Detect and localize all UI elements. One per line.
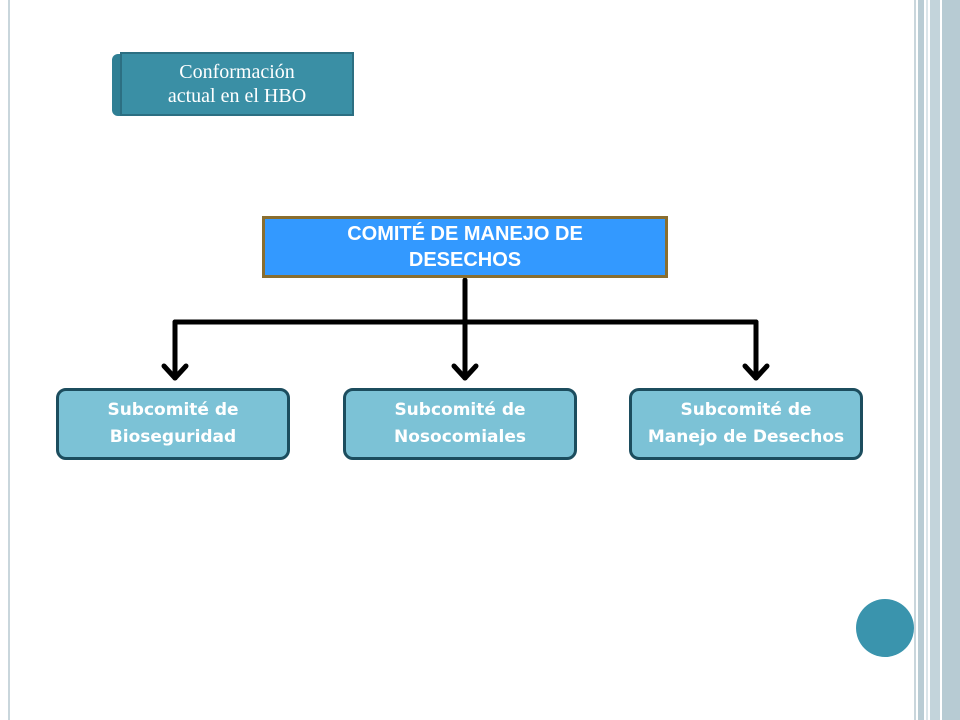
subcommittee-line-2: Bioseguridad (109, 427, 237, 447)
subcommittee-line-1: Subcomité de (394, 400, 526, 420)
subcommittee-line-1: Subcomité de (107, 400, 239, 420)
slide-frame (8, 0, 916, 720)
committee-box: COMITÉ DE MANEJO DE DESECHOS (262, 216, 668, 278)
subcommittee-manejo-desechos: Subcomité de Manejo de Desechos (629, 388, 863, 460)
section-tag-line-2: actual en el HBO (167, 85, 307, 107)
decorative-stripe (918, 0, 924, 720)
subcommittee-nosocomiales: Subcomité de Nosocomiales (343, 388, 577, 460)
decorative-stripe (942, 0, 960, 720)
subcommittee-line-2: Nosocomiales (394, 427, 526, 447)
arrowhead-center-icon (451, 363, 479, 381)
accent-circle (856, 599, 914, 657)
decorative-stripe (930, 0, 940, 720)
subcommittee-line-2: Manejo de Desechos (647, 427, 845, 447)
subcommittee-bioseguridad: Subcomité de Bioseguridad (56, 388, 290, 460)
section-tag-line-1: Conformación (179, 61, 295, 83)
committee-title: COMITÉ DE MANEJO DE DESECHOS (347, 223, 583, 271)
arrowhead-right-icon (742, 363, 770, 381)
section-tag: Conformación actual en el HBO (120, 52, 354, 116)
subcommittee-line-1: Subcomité de (680, 400, 812, 420)
decorative-stripe (926, 0, 928, 720)
arrowhead-left-icon (161, 363, 189, 381)
